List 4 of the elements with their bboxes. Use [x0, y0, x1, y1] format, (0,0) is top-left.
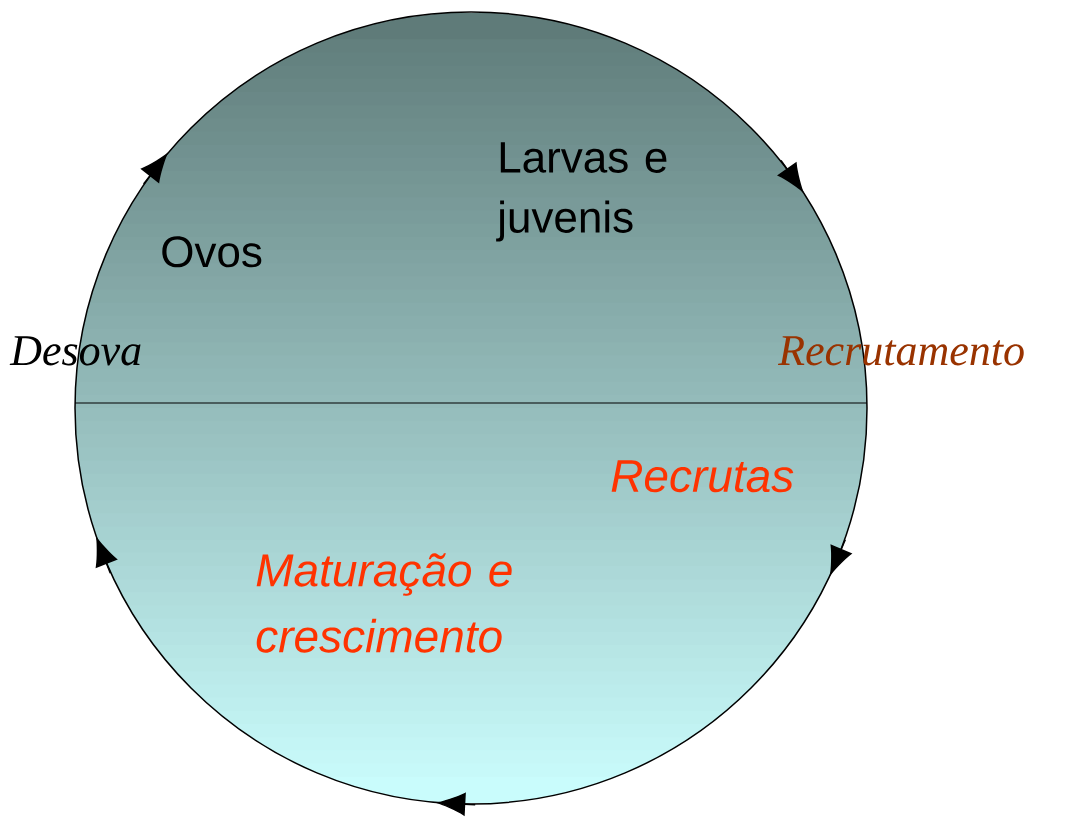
stage-label: Recrutas [611, 460, 794, 493]
stage-label: Ovos [162, 236, 262, 268]
stage-label: Maturação e crescimento [256, 553, 512, 653]
stage-label: Larvas e juvenis [496, 142, 667, 242]
